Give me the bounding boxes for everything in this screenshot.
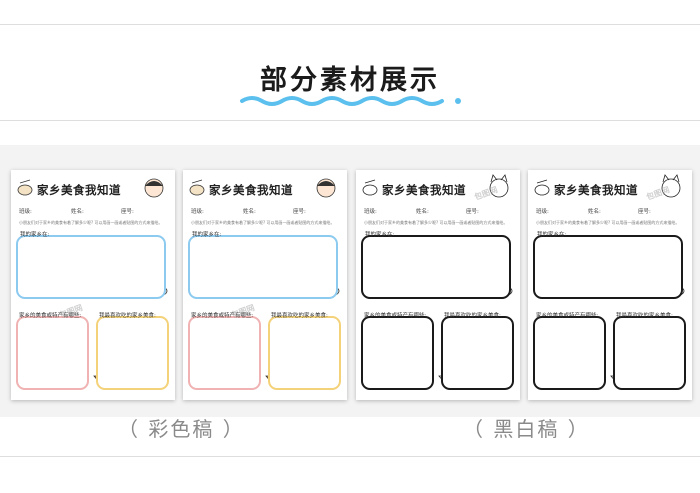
cat-face-icon: [489, 174, 509, 198]
hometown-box: [361, 235, 511, 299]
sheet-title: 家乡美食我知道: [209, 183, 293, 197]
sheet-bw-1[interactable]: 家乡美食我知道 班级: 姓名: 座号: 小朋友们对于家乡的美食有着了解多少呢? …: [356, 170, 520, 400]
number-field: 座号:: [638, 209, 651, 215]
rice-bowl-icon: [17, 179, 33, 196]
sheet-hint: 小朋友们对于家乡的美食有着了解多少呢? 可以用画一画或者贴图的方式来描绘。: [536, 220, 680, 225]
hometown-box: [188, 235, 338, 299]
rice-bowl-icon: [189, 179, 205, 196]
hometown-box: [533, 235, 683, 299]
class-field: 班级:: [191, 209, 204, 215]
sheet-hint: 小朋友们对于家乡的美食有着了解多少呢? 可以用画一画或者贴图的方式来描绘。: [191, 220, 335, 225]
class-field: 班级:: [19, 209, 32, 215]
specialty-box: [16, 316, 89, 390]
name-field: 姓名:: [588, 209, 601, 215]
name-field: 姓名:: [243, 209, 256, 215]
color-caption: （ 彩色稿 ）: [118, 417, 245, 441]
middle-divider: [0, 120, 700, 121]
favorite-label: 我最喜欢吃的家乡美食:: [99, 313, 156, 319]
sheet-title: 家乡美食我知道: [37, 183, 121, 197]
number-field: 座号:: [293, 209, 306, 215]
name-field: 姓名:: [71, 209, 84, 215]
class-field: 班级:: [536, 209, 549, 215]
number-field: 座号:: [466, 209, 479, 215]
specialty-label: 家乡的美食或特产有哪些:: [19, 313, 82, 319]
sheet-hint: 小朋友们对于家乡的美食有着了解多少呢? 可以用画一画或者贴图的方式来描绘。: [364, 220, 508, 225]
specialty-box: [188, 316, 261, 390]
bottom-divider: [0, 456, 700, 457]
bw-caption: （ 黑白稿 ）: [463, 417, 590, 441]
class-field: 班级:: [364, 209, 377, 215]
sheet-title: 家乡美食我知道: [382, 183, 466, 197]
favorite-label: 我最喜欢吃的家乡美食:: [444, 313, 501, 319]
specialty-label: 家乡的美食或特产有哪些:: [536, 313, 599, 319]
favorite-box: [96, 316, 169, 390]
hometown-label: 我的家乡在:: [192, 232, 222, 238]
specialty-box: [361, 316, 434, 390]
wave-decoration: [240, 96, 461, 106]
hometown-label: 我的家乡在:: [20, 232, 50, 238]
specialty-box: [533, 316, 606, 390]
sheet-hint: 小朋友们对于家乡的美食有着了解多少呢? 可以用画一画或者贴图的方式来描绘。: [19, 220, 163, 225]
cat-face-icon: [661, 174, 681, 198]
sheet-bw-2[interactable]: 家乡美食我知道 班级: 姓名: 座号: 小朋友们对于家乡的美食有着了解多少呢? …: [528, 170, 692, 400]
favorite-box: [441, 316, 514, 390]
number-field: 座号:: [121, 209, 134, 215]
specialty-label: 家乡的美食或特产有哪些:: [191, 313, 254, 319]
favorite-box: [268, 316, 341, 390]
favorite-label: 我最喜欢吃的家乡美食:: [616, 313, 673, 319]
hometown-label: 我的家乡在:: [365, 232, 395, 238]
girl-face-icon: [144, 178, 164, 198]
page-title: 部分素材展示: [260, 65, 440, 96]
rice-bowl-icon: [362, 179, 378, 196]
favorite-box: [613, 316, 686, 390]
name-field: 姓名:: [416, 209, 429, 215]
top-divider: [0, 24, 700, 25]
specialty-label: 家乡的美食或特产有哪些:: [364, 313, 427, 319]
sheet-title: 家乡美食我知道: [554, 183, 638, 197]
rice-bowl-icon: [534, 179, 550, 196]
hometown-label: 我的家乡在:: [537, 232, 567, 238]
favorite-label: 我最喜欢吃的家乡美食:: [271, 313, 328, 319]
sheet-color-1[interactable]: 家乡美食我知道 班级: 姓名: 座号: 小朋友们对于家乡的美食有着了解多少呢? …: [11, 170, 175, 400]
hometown-box: [16, 235, 166, 299]
sheet-color-2[interactable]: 家乡美食我知道 班级: 姓名: 座号: 小朋友们对于家乡的美食有着了解多少呢? …: [183, 170, 347, 400]
girl-face-icon: [316, 178, 336, 198]
